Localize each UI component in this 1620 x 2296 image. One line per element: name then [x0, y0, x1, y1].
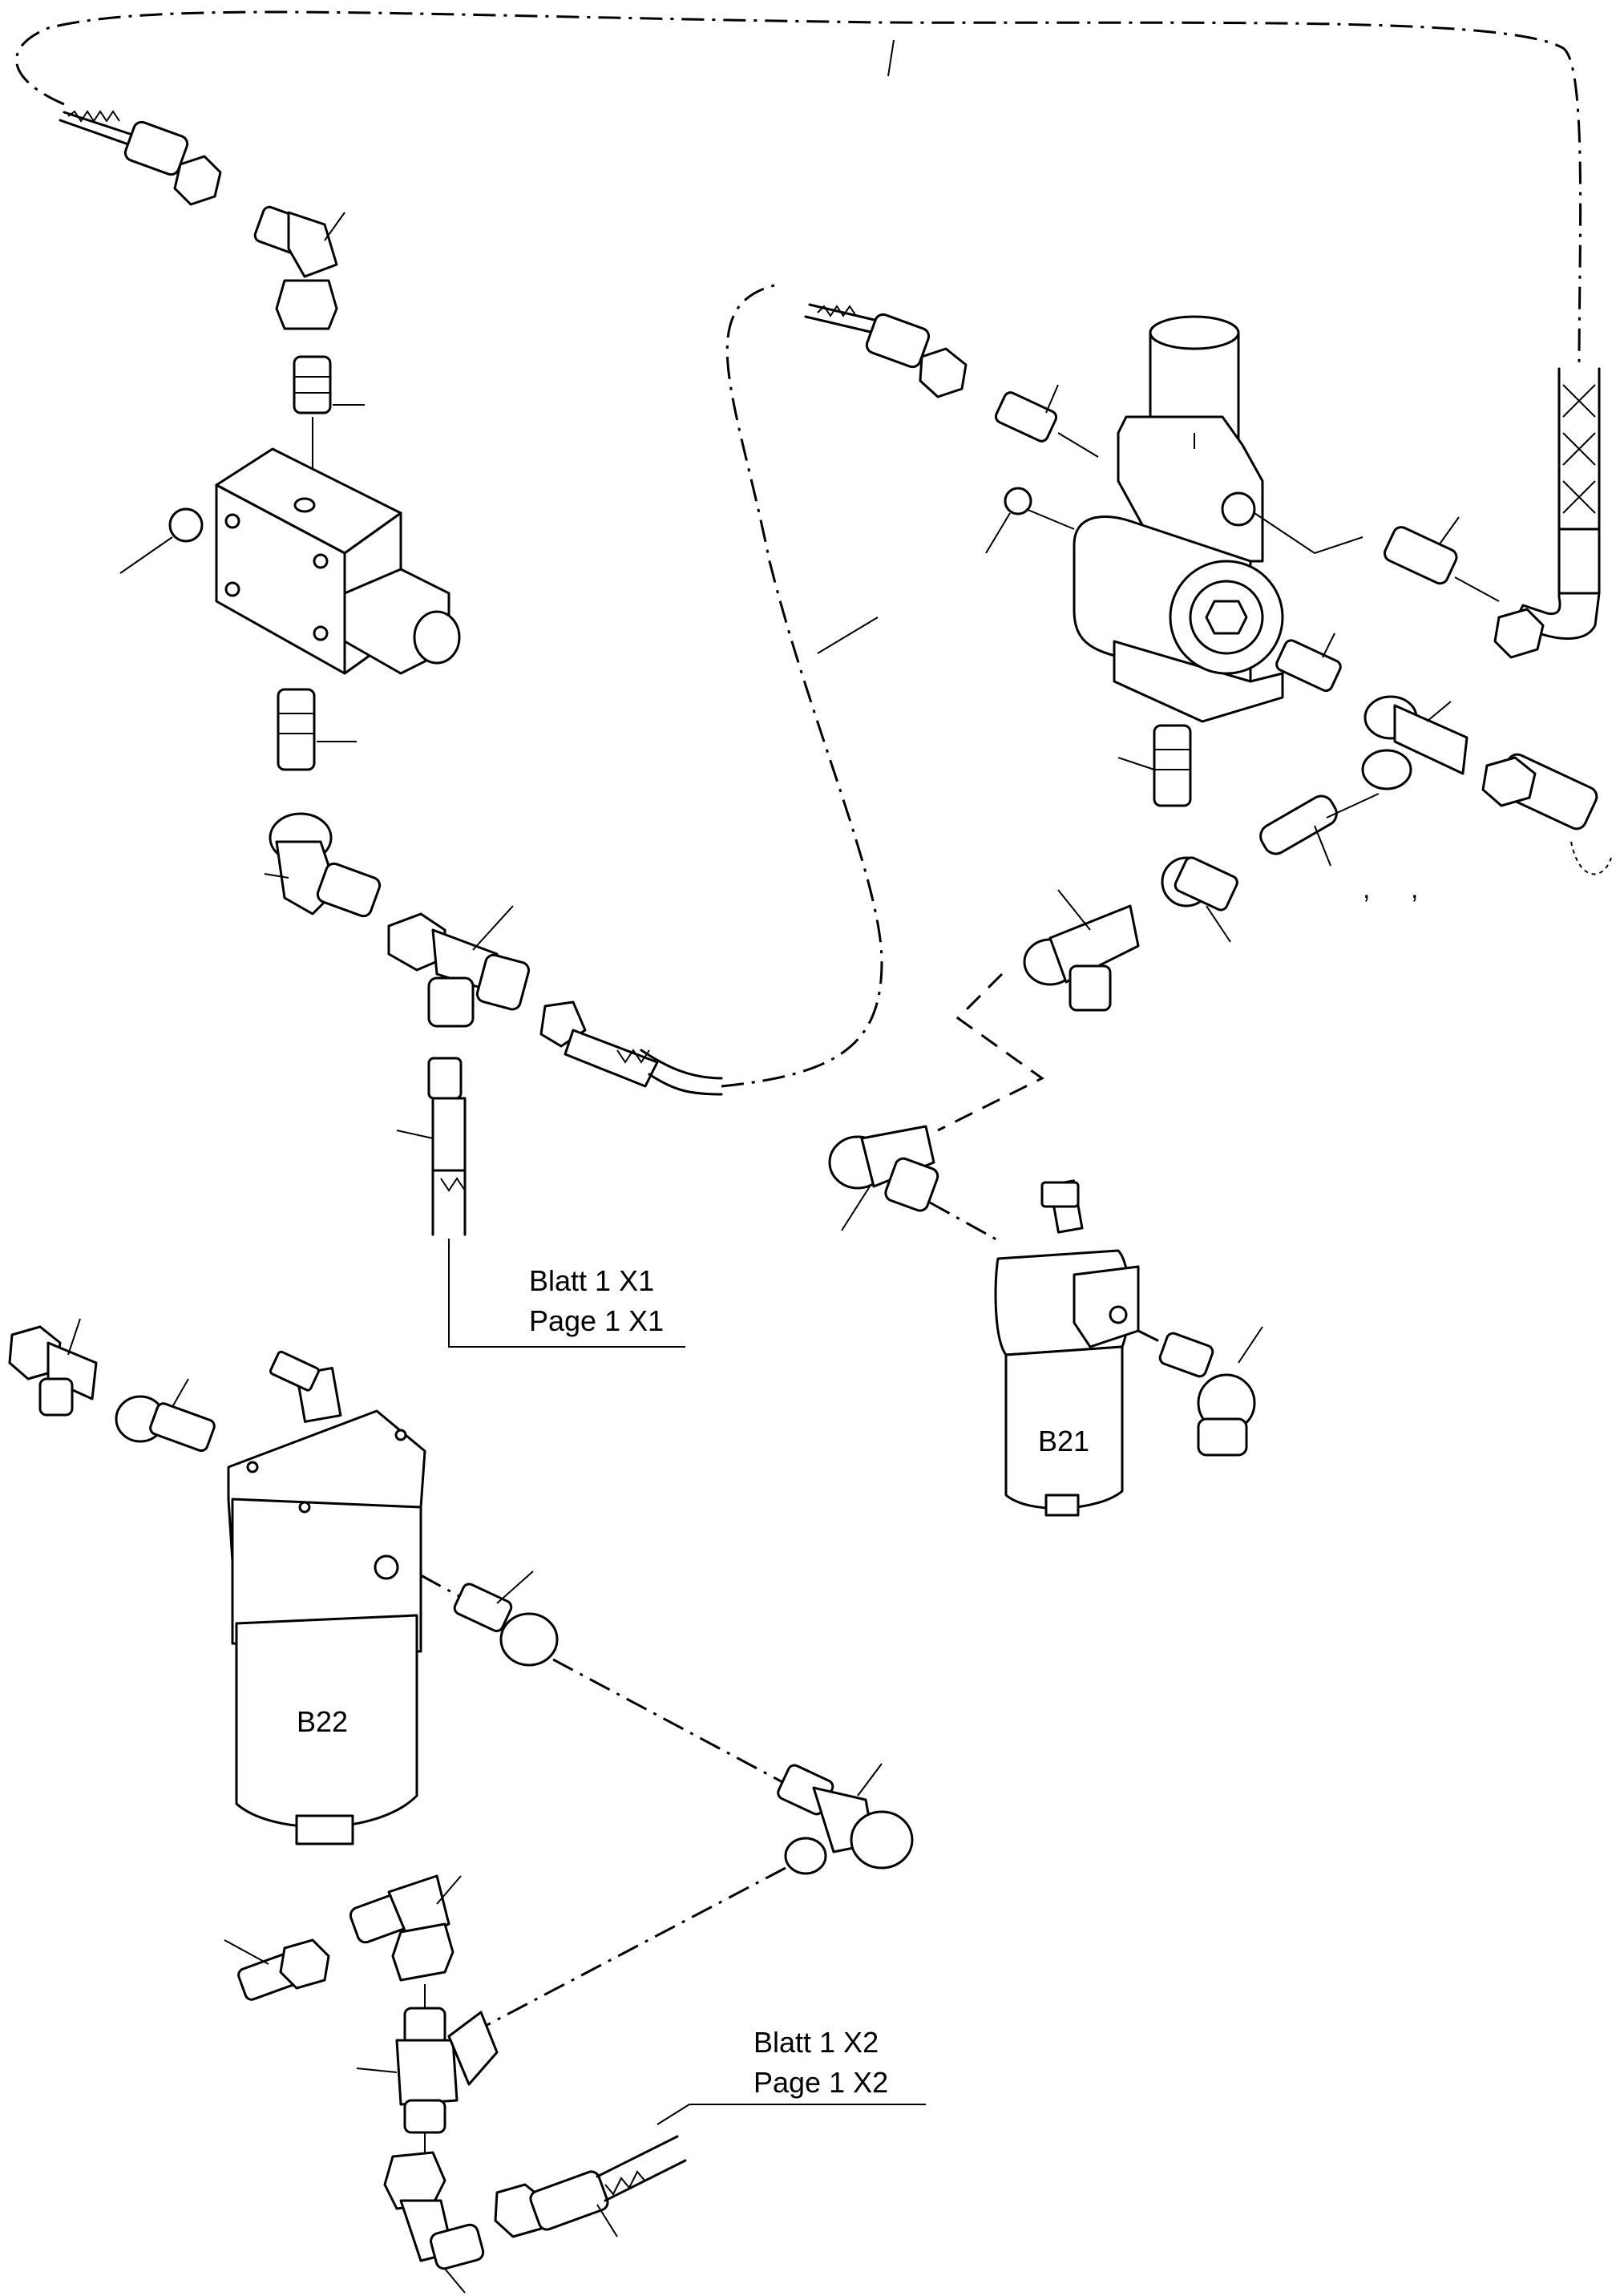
tee-fitting-b22-right	[777, 1763, 914, 1875]
reference-x1: Blatt 1 X1 Page 1 X1	[448, 1239, 685, 1348]
pressure-valve-right	[985, 315, 1363, 723]
return-line-top-loop	[15, 10, 1582, 370]
hose-upper-right	[804, 303, 968, 398]
elbow-fitting-mid	[264, 812, 382, 918]
tee-fitting-left	[387, 905, 531, 1028]
line-to-b21	[937, 972, 1044, 1132]
hose-x1-down	[396, 1057, 467, 1236]
connector-line	[480, 1866, 786, 2030]
connector-line	[929, 1201, 1003, 1244]
reference-x1-line2: Page 1 X1	[529, 1304, 664, 1337]
nipple-fitting-right	[994, 384, 1099, 458]
filter-b22-label: B22	[297, 1705, 348, 1738]
connector-line	[420, 1574, 466, 1601]
reference-x2: Blatt 1 X2 Page 1 X2	[656, 2026, 926, 2125]
nipple-fitting	[293, 355, 365, 414]
tee-fitting-b21-inlet	[1023, 889, 1140, 1012]
tee-fitting-right	[1361, 695, 1469, 790]
leader-line	[817, 616, 879, 654]
reference-x1-line1: Blatt 1 X1	[529, 1264, 654, 1297]
pipe-segment-right	[1259, 793, 1380, 867]
tee-fitting-b21-top	[828, 1125, 939, 1231]
fitting-b22-outlet	[453, 1570, 559, 1667]
comma-mark-2: ,	[1411, 874, 1418, 904]
reference-x2-line1: Blatt 1 X2	[753, 2026, 879, 2059]
filter-b22: B22	[227, 1350, 426, 1845]
elbow-fitting-b21-side	[1158, 1326, 1263, 1457]
hose-right-vertical	[1493, 367, 1601, 659]
elbow-fitting-top	[253, 205, 345, 330]
connector-line	[1137, 1329, 1171, 1348]
tee-fitting-b22-inlet	[8, 1318, 98, 1417]
leader-line	[887, 39, 895, 77]
nipple-fitting-mid	[277, 688, 357, 771]
filter-b21-label: B21	[1038, 1425, 1089, 1457]
elbow-fitting-bottom	[383, 2151, 485, 2294]
nut-fitting-right	[1161, 856, 1238, 943]
connector-line	[552, 1658, 786, 1785]
filter-b21: B21	[994, 1179, 1140, 1517]
comma-mark-1: ,	[1363, 874, 1370, 904]
fitting-b22-inlet	[115, 1378, 216, 1453]
elbow-fitting-lower	[349, 1874, 462, 1982]
reference-x2-line2: Page 1 X2	[753, 2066, 888, 2099]
nipple-fitting-lower	[224, 1938, 330, 2001]
nipple-valve-bottom	[1117, 724, 1192, 807]
hose-top-left	[59, 110, 222, 206]
tee-fitting-lower	[356, 2007, 499, 2134]
fitting-right-side	[1384, 516, 1500, 602]
valve-block-left	[119, 447, 461, 675]
test-coupling-with-chain	[1481, 753, 1612, 875]
hose-to-loop	[539, 1000, 723, 1096]
hose-x2	[494, 2135, 687, 2238]
return-line-left-loop	[721, 283, 883, 1088]
nipple-valve-outlet	[1275, 633, 1342, 693]
